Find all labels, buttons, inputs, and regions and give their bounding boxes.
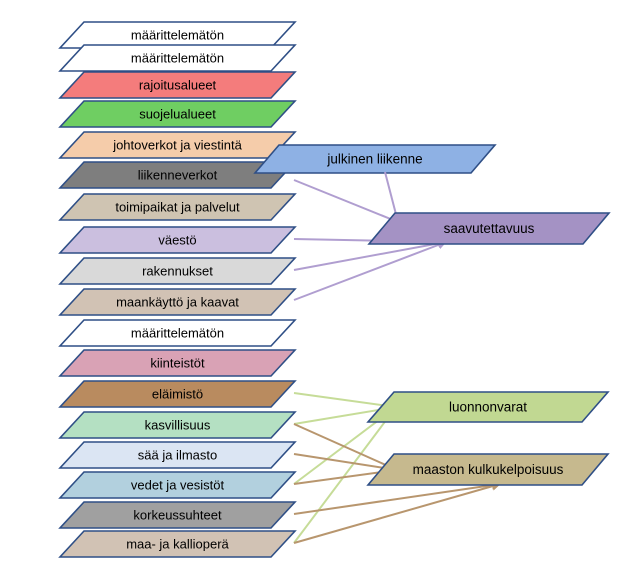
layer-kasvillisuus-shape bbox=[58, 411, 297, 439]
layer-rakennukset-label: rakennukset bbox=[142, 264, 213, 279]
layer-vedet-shape bbox=[58, 471, 297, 499]
connection-arrows bbox=[293, 171, 501, 544]
layer-maarittelematon-3: määrittelemätön bbox=[58, 319, 297, 347]
layer-kiinteistot: kiinteistöt bbox=[58, 349, 297, 377]
layer-saa-label: sää ja ilmasto bbox=[138, 448, 217, 463]
derived-luonnonvarat-label: luonnonvarat bbox=[449, 400, 527, 415]
layer-maankaytto: maankäyttö ja kaavat bbox=[58, 288, 297, 316]
layer-johtoverkot: johtoverkot ja viestintä bbox=[58, 131, 297, 159]
layer-toimipaikat: toimipaikat ja palvelut bbox=[58, 193, 297, 221]
arrow-maankaytto-to-saavutettavuus bbox=[293, 240, 447, 301]
derived-saavutettavuus-shape bbox=[367, 212, 611, 245]
layer-toimipaikat-label: toimipaikat ja palvelut bbox=[115, 200, 240, 215]
arrow-kasvillisuus-to-maaston-kulkukelpoisuus bbox=[293, 423, 398, 471]
derived-julkinen-liikenne: julkinen liikenne bbox=[253, 144, 497, 174]
layer-vaesto-shape bbox=[58, 226, 297, 254]
layer-kasvillisuus: kasvillisuus bbox=[58, 411, 297, 439]
layer-korkeussuhteet: korkeussuhteet bbox=[58, 501, 297, 529]
layer-maaperä-shape bbox=[58, 530, 297, 558]
layer-saa-shape bbox=[58, 441, 297, 469]
derived-maaston-kulkukelpoisuus-label: maaston kulkukelpoisuus bbox=[413, 462, 564, 477]
derived-maaston-kulkukelpoisuus-shape bbox=[366, 453, 610, 486]
arrow-liikenneverkot-to-saavutettavuus bbox=[293, 179, 399, 224]
layer-kiinteistot-shape bbox=[58, 349, 297, 377]
arrow-elaimisto-to-luonnonvarat bbox=[293, 392, 397, 411]
layer-vaesto-label: väestö bbox=[158, 233, 196, 248]
layer-maarittelematon-3-shape bbox=[58, 319, 297, 347]
derived-julkinen-liikenne-label: julkinen liikenne bbox=[326, 152, 422, 167]
layer-elaimisto-shape bbox=[58, 380, 297, 408]
arrow-maaperä-to-luonnonvarat bbox=[293, 406, 397, 544]
layer-maaperä: maa- ja kallioperä bbox=[58, 530, 297, 558]
derived-saavutettavuus-label: saavutettavuus bbox=[444, 221, 535, 236]
derived-layer-group: julkinen liikenne bbox=[253, 144, 497, 174]
layer-liikenneverkot: liikenneverkot bbox=[58, 161, 297, 189]
derived-maaston-kulkukelpoisuus: maaston kulkukelpoisuus bbox=[366, 453, 610, 486]
derived-layer-group: saavutettavuus luonnonvarat maaston kulkuk… bbox=[366, 212, 611, 486]
layer-johtoverkot-label: johtoverkot ja viestintä bbox=[112, 138, 242, 153]
arrow-rakennukset-to-saavutettavuus bbox=[293, 239, 447, 271]
arrow-saa-to-maaston-kulkukelpoisuus bbox=[293, 453, 398, 474]
layer-saa: sää ja ilmasto bbox=[58, 441, 297, 469]
layer-suojelualueet: suojelualueet bbox=[58, 100, 297, 128]
layer-maarittelematon-1-label: määrittelemätön bbox=[131, 28, 224, 43]
layer-rajoitusalueet-shape bbox=[58, 71, 297, 99]
layer-vedet-label: vedet ja vesistöt bbox=[131, 478, 225, 493]
arrow-maaperä-to-maaston-kulkukelpoisuus bbox=[293, 481, 501, 544]
layer-maarittelematon-1: määrittelemätön bbox=[58, 21, 297, 49]
layer-rajoitusalueet: rajoitusalueet bbox=[58, 71, 297, 99]
derived-luonnonvarat: luonnonvarat bbox=[366, 391, 610, 423]
derived-saavutettavuus: saavutettavuus bbox=[367, 212, 611, 245]
layer-maarittelematon-3-label: määrittelemätön bbox=[131, 326, 224, 341]
layer-korkeussuhteet-shape bbox=[58, 501, 297, 529]
derived-luonnonvarat-shape bbox=[366, 391, 610, 423]
layer-rajoitusalueet-label: rajoitusalueet bbox=[139, 78, 217, 93]
layer-kasvillisuus-label: kasvillisuus bbox=[145, 418, 211, 433]
layer-maaperä-label: maa- ja kallioperä bbox=[126, 537, 229, 552]
layer-suojelualueet-label: suojelualueet bbox=[139, 107, 216, 122]
layer-vedet: vedet ja vesistöt bbox=[58, 471, 297, 499]
layer-elaimisto: eläimistö bbox=[58, 380, 297, 408]
layer-kiinteistot-label: kiinteistöt bbox=[150, 356, 205, 371]
layer-maarittelematon-2: määrittelemätön bbox=[58, 44, 297, 72]
layer-elaimisto-label: eläimistö bbox=[152, 387, 203, 402]
layer-liikenneverkot-shape bbox=[58, 161, 297, 189]
layer-korkeussuhteet-label: korkeussuhteet bbox=[133, 508, 222, 523]
arrow-korkeussuhteet-to-maaston-kulkukelpoisuus bbox=[293, 480, 501, 515]
layer-maarittelematon-2-shape bbox=[58, 44, 297, 72]
layer-liikenneverkot-label: liikenneverkot bbox=[138, 168, 218, 183]
layer-rakennukset-shape bbox=[58, 257, 297, 285]
layer-vaesto: väestö bbox=[58, 226, 297, 254]
layer-maarittelematon-2-label: määrittelemätön bbox=[131, 51, 224, 66]
layer-suojelualueet-shape bbox=[58, 100, 297, 128]
layer-toimipaikat-shape bbox=[58, 193, 297, 221]
layer-maankaytto-shape bbox=[58, 288, 297, 316]
layer-rakennukset: rakennukset bbox=[58, 257, 297, 285]
derived-julkinen-liikenne-shape bbox=[253, 144, 497, 174]
layer-maankaytto-label: maankäyttö ja kaavat bbox=[116, 295, 239, 310]
layer-stack: määrittelemätön määrittelemätön rajoitusal… bbox=[58, 21, 297, 558]
